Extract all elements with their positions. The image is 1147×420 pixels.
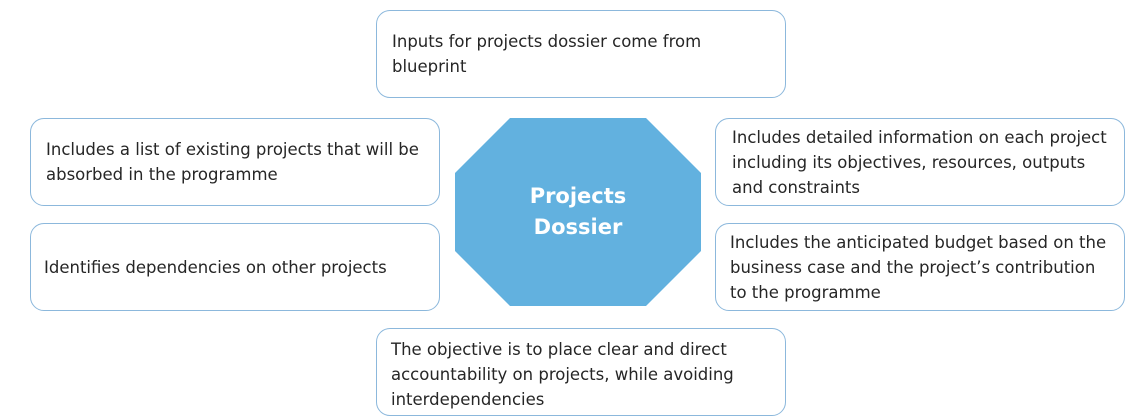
info-box-right-upper: Includes detailed information on each pr… (715, 118, 1125, 206)
info-box-top: Inputs for projects dossier come from bl… (376, 10, 786, 98)
info-box-bottom: The objective is to place clear and dire… (376, 328, 786, 416)
center-octagon-shape (455, 118, 701, 306)
info-box-left-upper: Includes a list of existing projects tha… (30, 118, 440, 206)
center-label-line-1: Projects (529, 184, 627, 208)
center-label-line-2: Dossier (533, 215, 623, 239)
info-box-top-text: Inputs for projects dossier come from bl… (392, 32, 702, 76)
center-octagon (455, 118, 701, 306)
info-box-right-upper-text: Includes detailed information on each pr… (732, 127, 1107, 197)
info-box-right-lower-text: Includes the anticipated budget based on… (730, 232, 1107, 302)
info-box-bottom-text: The objective is to place clear and dire… (391, 340, 734, 409)
info-box-left-lower-text: Identifies dependencies on other project… (44, 257, 387, 277)
center-label: Projects Dossier (455, 118, 701, 306)
info-box-left-lower: Identifies dependencies on other project… (30, 223, 440, 311)
info-box-left-upper-text: Includes a list of existing projects tha… (46, 140, 419, 184)
info-box-right-lower: Includes the anticipated budget based on… (715, 223, 1125, 311)
